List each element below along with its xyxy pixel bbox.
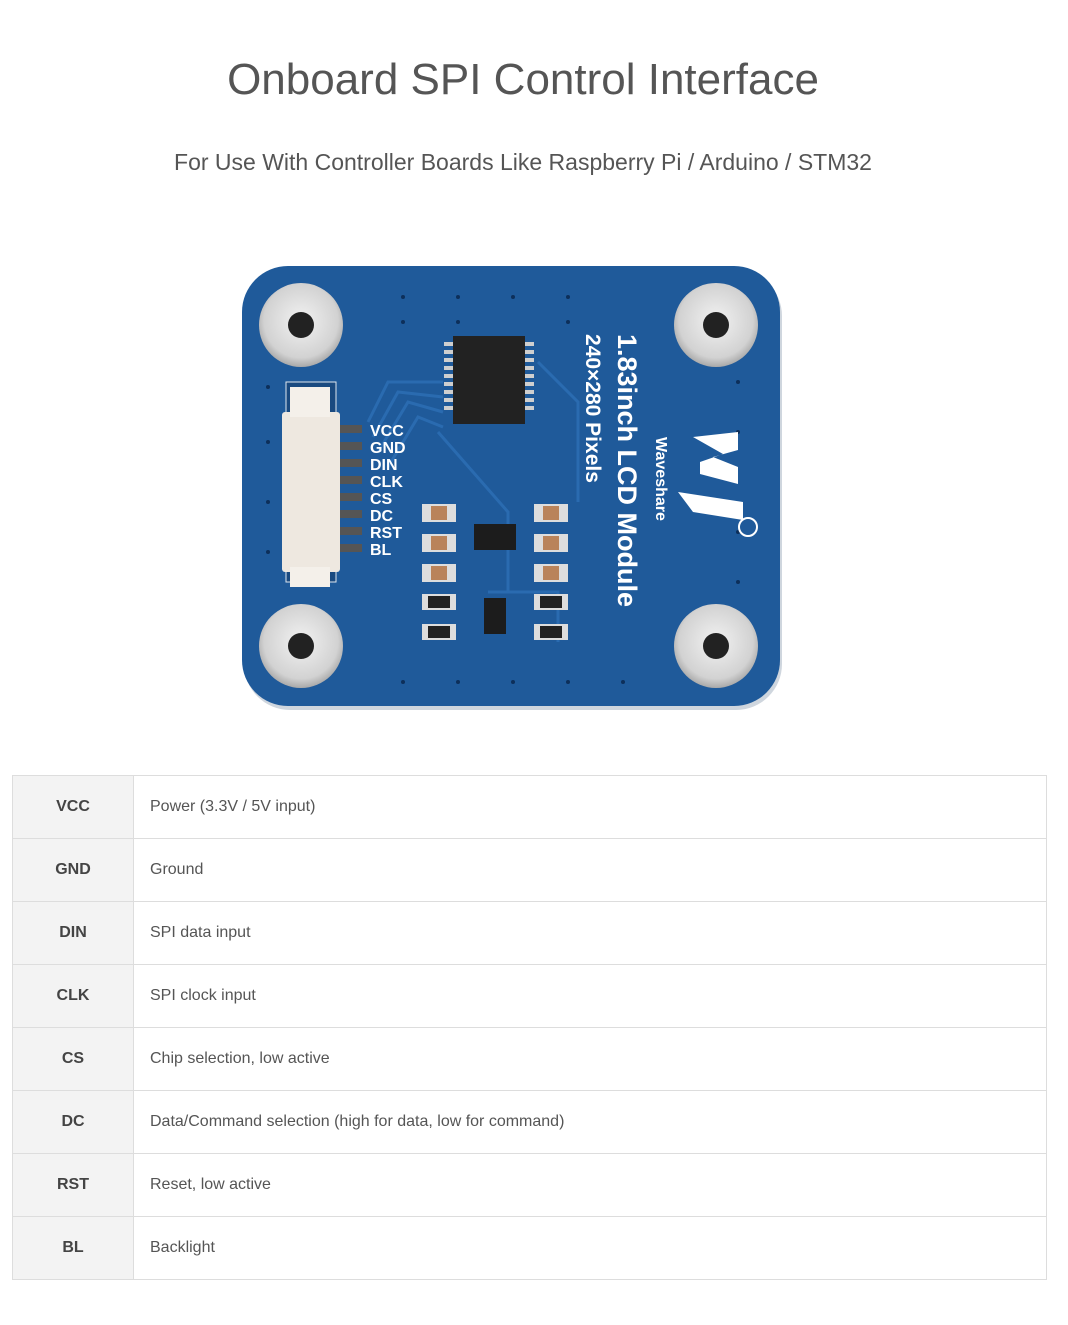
pin-label: DC bbox=[370, 508, 394, 525]
mounting-hole bbox=[674, 283, 758, 367]
page-subtitle: For Use With Controller Boards Like Rasp… bbox=[174, 149, 872, 175]
mounting-hole bbox=[674, 604, 758, 688]
module-name-text: 1.83inch LCD Module bbox=[612, 334, 642, 607]
pin-name: DIN bbox=[12, 901, 134, 965]
pin-description: Backlight bbox=[133, 1216, 1047, 1280]
pin-name: CS bbox=[12, 1027, 134, 1091]
pin-label: VCC bbox=[370, 423, 404, 440]
pin-description: Data/Command selection (high for data, l… bbox=[133, 1090, 1047, 1154]
pin-description: Ground bbox=[133, 838, 1047, 902]
pin-name: BL bbox=[12, 1216, 134, 1280]
brand-text: Waveshare bbox=[652, 437, 669, 521]
pin-name: CLK bbox=[12, 964, 134, 1028]
pin-name: VCC bbox=[12, 775, 134, 839]
waveshare-logo-icon bbox=[678, 432, 758, 537]
pin-label: CS bbox=[370, 491, 393, 508]
resolution-text: 240×280 Pixels bbox=[581, 334, 604, 483]
lcd-module-board-image: VCC GND DIN CLK CS DC RST BL 1.83inch LC… bbox=[242, 266, 782, 710]
pin-description: SPI clock input bbox=[133, 964, 1047, 1028]
pin-label: GND bbox=[370, 440, 406, 457]
pin-label: RST bbox=[370, 525, 402, 542]
pin-name: RST bbox=[12, 1153, 134, 1217]
driver-chip bbox=[444, 336, 534, 424]
pin-description: SPI data input bbox=[133, 901, 1047, 965]
pin-description: Power (3.3V / 5V input) bbox=[133, 775, 1047, 839]
pin-description: Chip selection, low active bbox=[133, 1027, 1047, 1091]
pin-label: CLK bbox=[370, 474, 403, 491]
pin-name: DC bbox=[12, 1090, 134, 1154]
pcb bbox=[242, 266, 780, 706]
page-title: Onboard SPI Control Interface bbox=[227, 55, 819, 104]
pin-connector bbox=[282, 381, 362, 587]
mounting-hole bbox=[259, 283, 343, 367]
pin-label: BL bbox=[370, 542, 392, 559]
pin-label: DIN bbox=[370, 457, 398, 474]
pin-name: GND bbox=[12, 838, 134, 902]
mounting-hole bbox=[259, 604, 343, 688]
smd-components bbox=[422, 504, 568, 640]
pin-description: Reset, low active bbox=[133, 1153, 1047, 1217]
